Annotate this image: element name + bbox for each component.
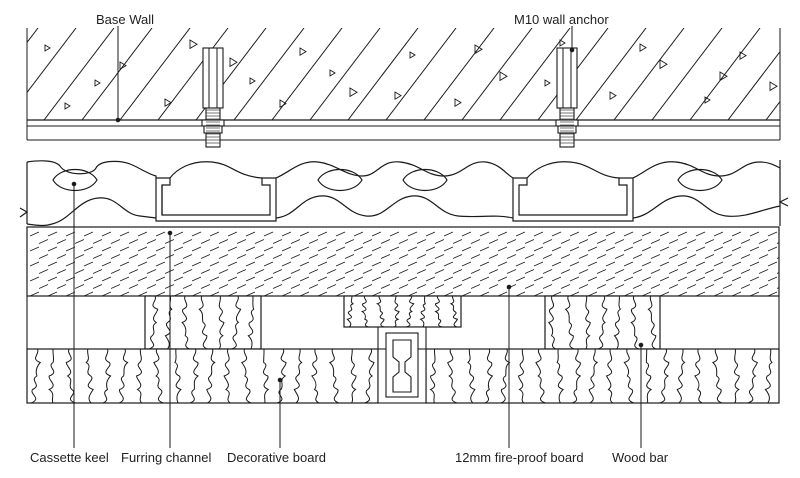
wall-anchor-right xyxy=(555,47,579,148)
label-wall-anchor: M10 wall anchor xyxy=(514,12,609,27)
cassette-keel-top-edge xyxy=(26,160,781,179)
label-wood-bar: Wood bar xyxy=(612,450,669,465)
label-furring-channel: Furring channel xyxy=(121,450,211,465)
furring-channel-left xyxy=(155,177,277,222)
cassette-keel-bottom-edge xyxy=(26,195,781,227)
wall-hatch xyxy=(27,28,780,120)
decorative-board-right xyxy=(425,348,780,404)
leader-lines xyxy=(71,26,644,448)
wood-bar-center xyxy=(343,295,462,328)
label-base-wall: Base Wall xyxy=(96,12,154,27)
board-connector-clip xyxy=(377,326,427,404)
cassette-keel xyxy=(19,160,789,227)
fire-proof-board-hatch xyxy=(29,231,779,296)
furring-channel-right xyxy=(512,177,634,222)
label-cassette-keel: Cassette keel xyxy=(30,450,109,465)
wall-anchor-left xyxy=(201,47,225,148)
wall-aggregate xyxy=(44,39,778,110)
wood-bar-left xyxy=(144,295,262,350)
decorative-board-left xyxy=(26,348,379,404)
wood-bar-right xyxy=(544,295,661,350)
label-decorative-board: Decorative board xyxy=(227,450,326,465)
label-fire-proof-board: 12mm fire-proof board xyxy=(455,450,584,465)
wood-bar-layer xyxy=(26,296,780,349)
base-wall xyxy=(26,28,781,141)
fire-proof-board xyxy=(26,226,780,297)
